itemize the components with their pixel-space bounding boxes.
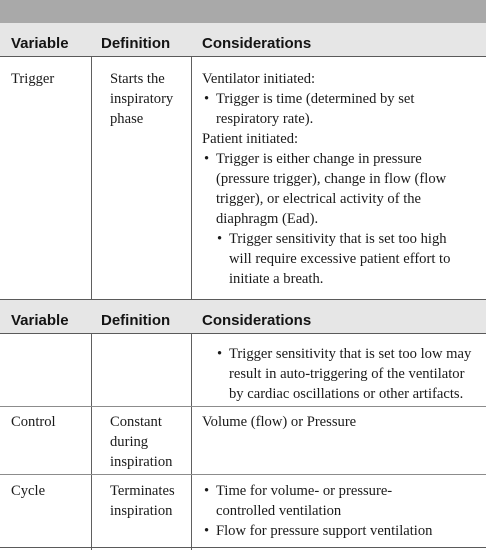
definition-line: inspiration bbox=[110, 503, 173, 519]
cycle-variable: Cycle bbox=[11, 481, 45, 501]
header-rule bbox=[0, 333, 486, 335]
trigger-considerations: Ventilator initiated: • Trigger is time (… bbox=[202, 69, 450, 289]
header-definition: Definition bbox=[101, 35, 171, 52]
header-variable: Variable bbox=[11, 312, 69, 329]
control-variable: Control bbox=[11, 412, 56, 432]
definition-line: phase bbox=[110, 111, 144, 127]
definition-line: Starts the bbox=[110, 71, 165, 87]
definition-line: Constant bbox=[110, 414, 162, 430]
list-item-cont: trigger), or electrical activity of the bbox=[216, 191, 422, 207]
header-considerations: Considerations bbox=[202, 35, 312, 52]
variable-text: Cycle bbox=[11, 483, 46, 499]
list-text: Time for volume- or pressure- bbox=[216, 483, 393, 499]
list-text: Trigger is time (determined by set bbox=[216, 91, 415, 107]
header-variable: Variable bbox=[11, 35, 69, 52]
list-item: • Time for volume- or pressure- bbox=[202, 481, 432, 501]
bullet-icon: • bbox=[204, 151, 210, 167]
list-text: Trigger sensitivity that is set too high bbox=[229, 231, 447, 247]
header-rule bbox=[0, 56, 486, 58]
list-text: Trigger is either change in pressure bbox=[216, 151, 422, 167]
sub-list-item: • Trigger sensitivity that is set too hig… bbox=[202, 229, 450, 249]
trigger-variable: Trigger bbox=[11, 69, 54, 89]
list-item: • Trigger is time (determined by set bbox=[202, 89, 450, 109]
list-item-cont: (pressure trigger), change in flow (flow bbox=[216, 171, 447, 187]
list-item: • Flow for pressure support ventilation bbox=[202, 521, 432, 541]
bottom-rule bbox=[0, 547, 486, 549]
cycle-definition: Terminates inspiration bbox=[110, 481, 175, 521]
variable-text: Trigger bbox=[11, 71, 55, 87]
ventilator-initiated-label: Ventilator initiated: bbox=[202, 71, 316, 87]
control-definition: Constant during inspiration bbox=[110, 412, 172, 472]
bullet-icon: • bbox=[217, 346, 223, 362]
control-considerations: Volume (flow) or Pressure bbox=[202, 412, 356, 432]
cycle-considerations: • Time for volume- or pressure- controlle… bbox=[202, 481, 432, 541]
column-divider bbox=[191, 334, 192, 550]
sub-list-item: • Trigger sensitivity that is set too low… bbox=[202, 344, 471, 364]
considerations-text: Volume (flow) or Pressure bbox=[202, 414, 357, 430]
sub-list-item-cont: by cardiac oscillations or other artifac… bbox=[229, 386, 464, 402]
definition-line: inspiratory bbox=[110, 91, 174, 107]
column-divider bbox=[191, 57, 192, 300]
variable-text: Control bbox=[11, 414, 56, 430]
list-item-cont: respiratory rate). bbox=[216, 111, 314, 127]
trigger-definition: Starts the inspiratory phase bbox=[110, 69, 173, 129]
bullet-icon: • bbox=[204, 483, 210, 499]
list-item-cont: diaphragm (Ead). bbox=[216, 211, 319, 227]
sub-list-item-cont: result in auto-triggering of the ventila… bbox=[229, 366, 465, 382]
sub-list-item-cont: initiate a breath. bbox=[229, 271, 324, 287]
list-item-cont: controlled ventilation bbox=[216, 503, 342, 519]
top-band bbox=[0, 0, 486, 23]
column-divider bbox=[91, 334, 92, 550]
list-text: Trigger sensitivity that is set too low … bbox=[229, 346, 472, 362]
column-divider bbox=[91, 57, 92, 300]
definition-line: Terminates bbox=[110, 483, 175, 499]
bullet-icon: • bbox=[204, 523, 210, 539]
table-header: Variable Definition Considerations bbox=[0, 23, 486, 57]
patient-initiated-label: Patient initiated: bbox=[202, 131, 299, 147]
header-considerations: Considerations bbox=[202, 312, 312, 329]
bullet-icon: • bbox=[204, 91, 210, 107]
header-definition: Definition bbox=[101, 312, 171, 329]
list-item: • Trigger is either change in pressure bbox=[202, 149, 450, 169]
row-rule bbox=[0, 406, 486, 407]
definition-line: during bbox=[110, 434, 149, 450]
definition-line: inspiration bbox=[110, 454, 173, 470]
list-text: Flow for pressure support ventilation bbox=[216, 523, 433, 539]
trigger-cont-considerations: • Trigger sensitivity that is set too low… bbox=[202, 344, 471, 404]
row-rule bbox=[0, 474, 486, 475]
sub-list-item-cont: will require excessive patient effort to bbox=[229, 251, 451, 267]
bullet-icon: • bbox=[217, 231, 223, 247]
row-rule bbox=[0, 299, 486, 301]
table-header-repeat: Variable Definition Considerations bbox=[0, 300, 486, 334]
